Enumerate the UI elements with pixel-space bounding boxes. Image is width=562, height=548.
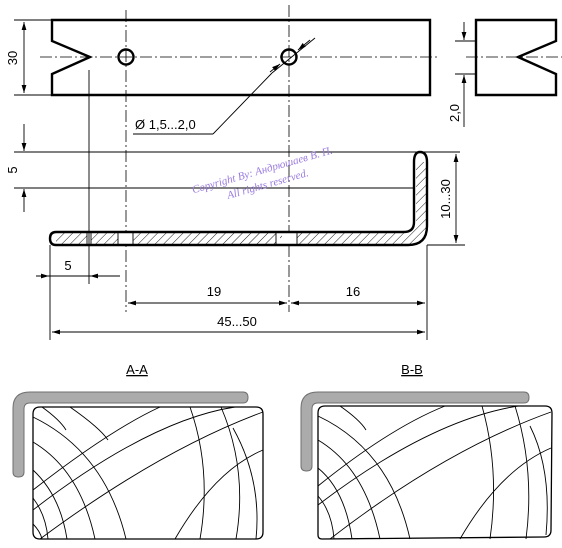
dim-5-horizontal-label: 5	[64, 258, 71, 273]
hole-left	[117, 48, 135, 66]
side-view: 2,0	[447, 18, 562, 127]
dim-5-vertical-label: 5	[5, 166, 20, 173]
dim-hole-diameter: Ø 1,5...2,0	[133, 37, 316, 135]
section-a-a-profile	[12, 391, 249, 478]
profile-outline	[48, 150, 429, 247]
dim-16-label: 16	[346, 284, 360, 299]
section-a-a-title: A-A	[126, 362, 148, 377]
dim-height-30: 30	[5, 19, 52, 96]
section-a-a-grain	[32, 406, 264, 540]
dim-length-range: 45...50	[52, 314, 425, 335]
dim-flange-5: 5	[5, 124, 460, 212]
top-view	[40, 5, 440, 312]
dim-19-16: 19 16	[128, 245, 428, 340]
dim-19-label: 19	[207, 284, 221, 299]
dim-45-50-label: 45...50	[217, 314, 257, 329]
copyright-watermark: Copyright By: Андрюшаев В. П. All rights…	[191, 145, 334, 203]
top-view-outline	[50, 18, 432, 97]
profile-hatch	[56, 162, 427, 245]
section-b-b-grain	[317, 405, 552, 540]
dim-offset-5: 5	[36, 70, 120, 340]
section-b-b: B-B	[300, 362, 553, 540]
section-b-b-profile	[300, 391, 530, 472]
side-view-outline	[474, 18, 558, 97]
dim-10-30-label: 10...30	[438, 179, 453, 219]
dim-30-label: 30	[5, 51, 20, 65]
front-view	[48, 150, 429, 247]
dim-height-range: 10...30	[427, 154, 465, 246]
hole-diameter-label: Ø 1,5...2,0	[135, 117, 196, 132]
section-b-b-title: B-B	[401, 362, 423, 377]
section-a-a: A-A	[12, 362, 264, 540]
dim-2-label: 2,0	[447, 104, 462, 122]
